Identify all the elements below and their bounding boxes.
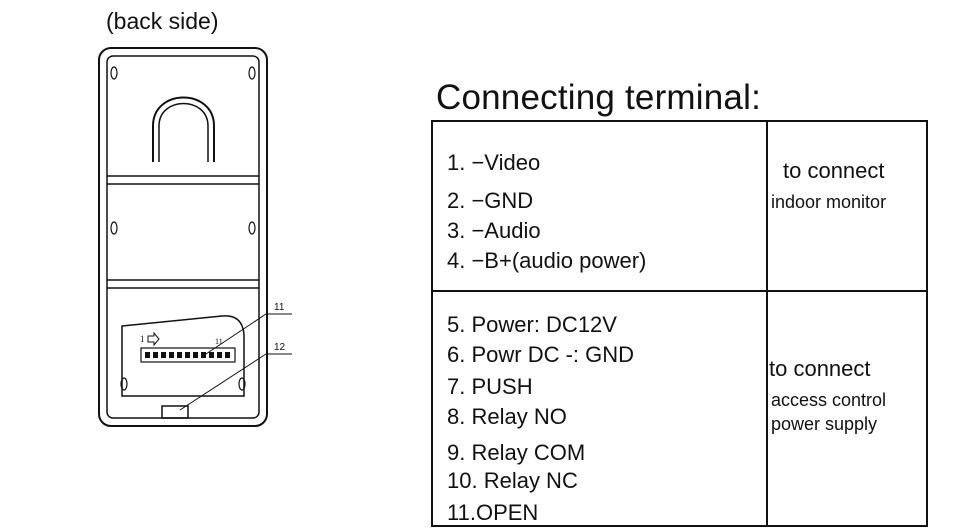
terminal-end-label: 11 [215, 337, 223, 346]
housing-outer [98, 47, 268, 427]
group2-note-line1: to connect [769, 356, 871, 381]
terminal-item-6: 6. Powr DC -: GND [447, 342, 635, 367]
housing-inner [106, 55, 260, 419]
group2-note-line3: power supply [771, 414, 878, 434]
terminal-item-9: 9. Relay COM [447, 440, 586, 465]
device-back-diagram: 1 11 11 12 [98, 47, 292, 427]
terminal-item-11: 11.OPEN [447, 500, 539, 525]
screw-hole-mid-right [248, 221, 256, 235]
terminal-item-7: 7. PUSH [447, 374, 533, 399]
screw-hole-mid-left [110, 221, 118, 235]
group1-note-line2: indoor monitor [771, 192, 887, 212]
callout-11: 11 [274, 302, 285, 313]
screw-hole-bottom-left [120, 377, 128, 391]
open-button-tab [161, 405, 189, 419]
terminal-item-2: 2. −GND [447, 188, 534, 213]
terminal-housing [121, 315, 245, 397]
callout-12: 12 [274, 342, 286, 353]
terminal-pins [145, 352, 230, 358]
hood-loop [152, 96, 215, 162]
back-side-label: (back side) [106, 8, 219, 34]
terminal-item-8: 8. Relay NO [447, 404, 567, 429]
terminal-item-5: 5. Power: DC12V [447, 312, 617, 337]
screw-hole-bottom-right [238, 377, 246, 391]
screw-hole-top-right [248, 66, 256, 80]
terminal-item-10: 10. Relay NC [447, 468, 578, 493]
terminal-item-4: 4. −B+(audio power) [447, 248, 647, 273]
screw-hole-top-left [110, 66, 118, 80]
callout-11-leader [205, 313, 267, 355]
terminal-start-label: 1 [140, 334, 145, 344]
terminal-table: 1. −Video 2. −GND 3. −Audio 4. −B+(audio… [431, 120, 928, 527]
terminal-title: Connecting terminal: [436, 78, 761, 117]
terminal-item-1: 1. −Video [447, 150, 541, 175]
terminal-item-3: 3. −Audio [447, 218, 541, 243]
hood-loop-inner [158, 102, 209, 162]
terminal-arrow-icon [147, 331, 160, 347]
terminal-strip [140, 347, 236, 363]
group1-note-line1: to connect [783, 158, 885, 183]
group2-note-line2: access control [771, 390, 887, 410]
callout-12-leader [179, 353, 267, 411]
